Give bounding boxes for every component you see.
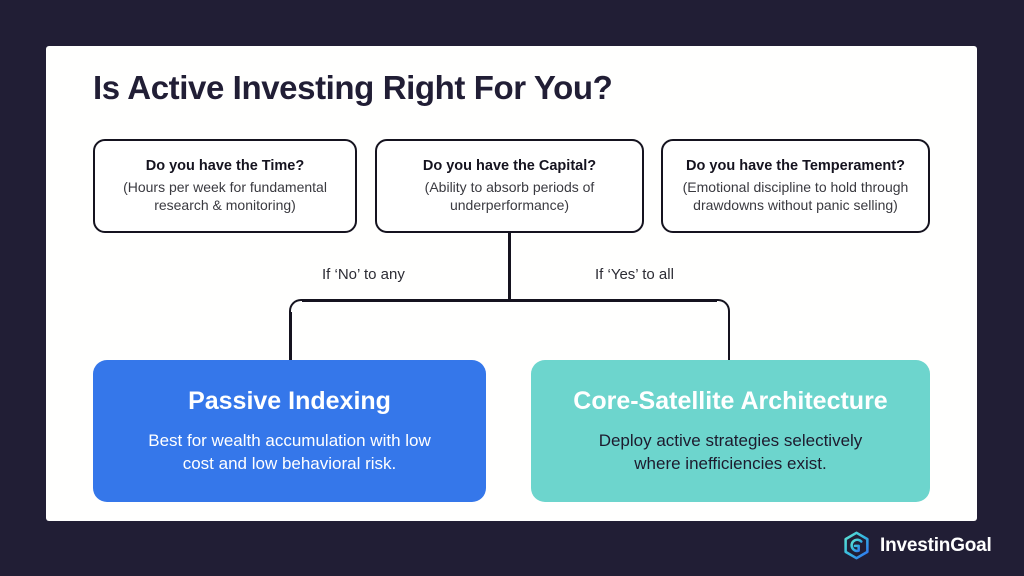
question-title: Do you have the Time? (145, 158, 305, 175)
connector-corner-left (289, 299, 303, 313)
page-title: Is Active Investing Right For You? (93, 69, 613, 106)
question-subtitle-line1: (Ability to absorb periods of (424, 178, 595, 195)
outcome-description-line2: cost and low behavioral risk. (182, 454, 397, 473)
outcome-description-line1: Deploy active strategies selectively (598, 431, 863, 451)
outcome-card-core-satellite: Core-Satellite Architecture Deploy activ… (531, 360, 930, 502)
outcome-description-line1: Best for wealth accumulation with low (148, 431, 431, 451)
question-subtitle-line1: (Hours per week for fundamental (123, 178, 327, 195)
question-title: Do you have the Temperament? (686, 158, 905, 175)
branch-label-yes: If ‘Yes’ to all (595, 266, 674, 283)
connector-corner-right (716, 299, 730, 313)
brand-logo: InvestinGoal (842, 531, 992, 560)
outcome-title: Passive Indexing (188, 387, 391, 416)
question-subtitle-line2: underperformance) (449, 197, 570, 214)
connector-horizontal-bar (289, 299, 730, 302)
hexagon-g-logo-icon (844, 531, 869, 560)
question-box-capital: Do you have the Capital? (Ability to abs… (375, 139, 644, 233)
question-box-time: Do you have the Time? (Hours per week fo… (93, 139, 357, 233)
question-subtitle-line2: drawdowns without panic selling) (693, 197, 898, 214)
outcome-description-line2: where inefficiencies exist. (634, 454, 827, 473)
question-box-temperament: Do you have the Temperament? (Emotional … (661, 139, 930, 233)
question-subtitle-line2: research & monitoring) (154, 197, 296, 214)
outcome-description: Best for wealth accumulation with low co… (148, 430, 431, 476)
connector-right-drop (727, 299, 730, 360)
brand-name: InvestinGoal (880, 534, 992, 556)
outcome-title: Core-Satellite Architecture (573, 387, 888, 416)
outcome-description: Deploy active strategies selectively whe… (599, 430, 863, 476)
connector-left-drop (289, 299, 292, 360)
question-title: Do you have the Capital? (422, 158, 597, 175)
branch-label-no: If ‘No’ to any (322, 266, 405, 283)
connector-stem (508, 233, 511, 301)
question-subtitle-line1: (Emotional discipline to hold through (682, 178, 909, 195)
outcome-card-passive-indexing: Passive Indexing Best for wealth accumul… (93, 360, 486, 502)
